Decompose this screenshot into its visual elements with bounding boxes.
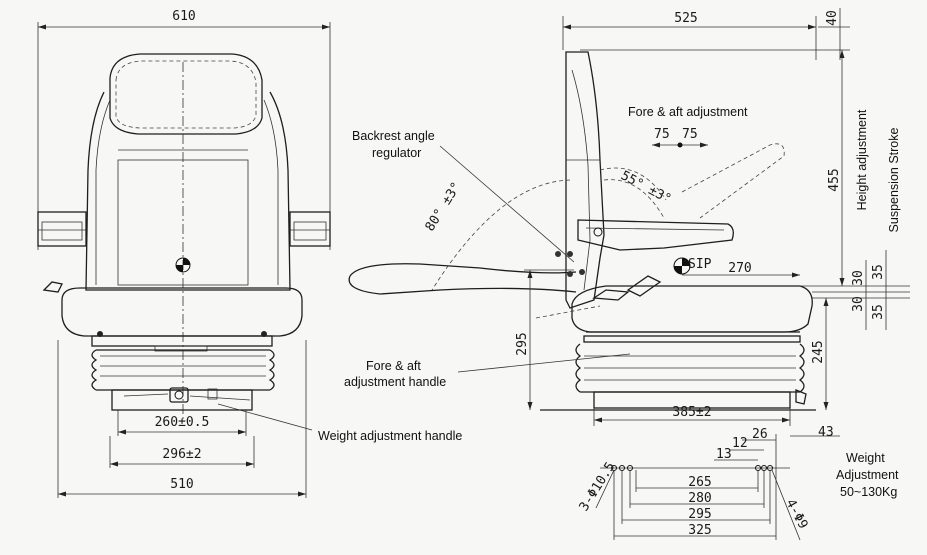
bellows [91, 349, 275, 391]
sip-label: SIP [688, 257, 712, 272]
right-armrest [289, 211, 331, 247]
backrest-regulator-label-2: regulator [372, 146, 421, 160]
side-view: 525 40 55° ±3° 80° ±3° [348, 8, 910, 440]
side-top-depth: 525 [674, 11, 697, 26]
side-bellows [575, 343, 807, 405]
spacing-280: 280 [688, 491, 711, 506]
weight-adjustment-handle-label: Weight adjustment handle [318, 429, 462, 443]
offset-13: 13 [716, 447, 732, 462]
center-mark [175, 257, 191, 273]
fore-aft-handle-label-1: Fore & aft [366, 359, 421, 373]
weight-adjustment-handle[interactable] [123, 387, 251, 403]
offset-12: 12 [732, 436, 748, 451]
hole-left-spec: 3-Φ10.5 [577, 460, 619, 514]
fore-aft-value-left: 75 [654, 127, 670, 142]
fore-aft-value-right: 75 [682, 127, 698, 142]
offset-26: 26 [752, 427, 768, 442]
height-adjustment-label: Height adjustment [855, 109, 869, 210]
left-armrest [37, 211, 87, 247]
stroke-down-b: 35 [871, 304, 886, 320]
front-view: 610 [37, 9, 331, 498]
headrest-outline [109, 53, 263, 135]
spacing-265: 265 [688, 475, 711, 490]
stroke-up-b: 35 [871, 264, 886, 280]
weight-adjustment-line1: Weight [846, 451, 885, 465]
stroke-down-a: 30 [851, 296, 866, 312]
backrest-regulator-label-1: Backrest angle [352, 129, 435, 143]
side-armrest [577, 219, 734, 251]
base-width: 510 [170, 477, 193, 492]
weight-adjustment-line2: Adjustment [836, 468, 899, 482]
suspension-stroke-label: Suspension Stroke [887, 127, 901, 232]
hole-right-spec: 4-Φ9 [782, 497, 810, 532]
mounting-pattern: 265 280 295 325 26 12 13 3-Φ10.5 4-Φ9 [577, 427, 810, 541]
backrest-recline: 80° ±3° [423, 180, 465, 234]
rear-offset: 43 [818, 425, 834, 440]
weight-adjustment-range: 50~130Kg [840, 485, 897, 499]
backrest-outline [85, 91, 291, 291]
fore-aft-title: Fore & aft adjustment [628, 105, 748, 119]
stroke-up-a: 30 [851, 270, 866, 286]
front-top-width: 610 [172, 9, 195, 24]
side-seat-cushion [571, 285, 813, 333]
seat-to-floor: 295 [515, 332, 530, 355]
mount-width: 296±2 [162, 447, 201, 462]
side-base [593, 391, 791, 409]
total-height: 455 [827, 168, 842, 191]
spacing-325: 325 [688, 523, 711, 538]
lower-height: 245 [811, 340, 826, 363]
sip-mark [673, 257, 691, 275]
backrest-rake: 55° ±3° [618, 168, 673, 207]
seat-cushion [61, 287, 303, 337]
side-base-depth: 385±2 [672, 405, 711, 420]
spacing-295: 295 [688, 507, 711, 522]
backrest-profile [565, 51, 605, 309]
bellows-width: 260±0.5 [155, 415, 210, 430]
sip-horizontal: 270 [728, 261, 751, 276]
seat-base [111, 389, 253, 411]
fore-aft-handle-label-2: adjustment handle [344, 375, 446, 389]
top-offset: 40 [825, 10, 840, 26]
